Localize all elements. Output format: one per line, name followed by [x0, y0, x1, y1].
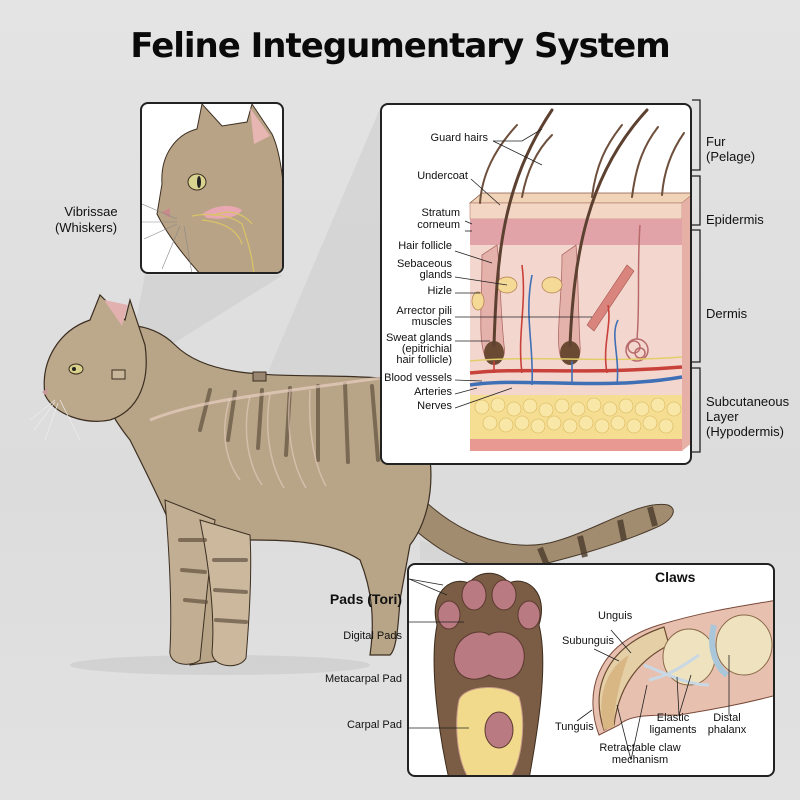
cat-whiskers [29, 399, 81, 441]
vibrissae-label: Vibrissae [64, 204, 118, 219]
label-distal: Distal [713, 712, 741, 724]
label-carpal-pad: Carpal Pad [346, 719, 402, 731]
label-glands: glands [419, 269, 452, 281]
joint-cartilage [709, 624, 730, 678]
claw-sheath [598, 626, 670, 731]
label-stratum: Stratum [421, 207, 460, 219]
label-sweat-glands: Sweat glands [385, 332, 452, 344]
label-muscles: muscles [411, 316, 452, 328]
body-stripes [178, 382, 380, 624]
claw-tip [601, 655, 629, 730]
skeleton-ribs [224, 389, 327, 489]
capillaries [493, 264, 619, 386]
vein-horizontal [469, 375, 683, 387]
label-elastic: Elastic [656, 712, 690, 724]
label-tunguis: Tunguis [555, 721, 594, 733]
layer-subcutaneous-alt: (Hypodermis) [706, 424, 785, 439]
label-corneum: corneum [417, 219, 460, 231]
label-phalanx: phalanx [707, 724, 747, 736]
label-arrector-pili: Arrector pili [396, 305, 452, 317]
distal-phalanx [715, 614, 773, 676]
skin-zoom-cone [252, 104, 382, 462]
skin-section-panel [380, 103, 692, 465]
stratum-corneum-layer [469, 202, 683, 220]
claw-leader-lines [576, 629, 730, 761]
paw-claw-panel [407, 563, 775, 777]
label-epitrichial: (epitrichial [401, 343, 452, 355]
bracket-subcutaneous [692, 367, 701, 453]
paw-leader-lines [409, 578, 469, 729]
cat-nose [42, 388, 48, 396]
fat-globules [474, 397, 682, 434]
label-ligaments: ligaments [649, 724, 697, 736]
paw-illustration [409, 572, 773, 775]
label-guard-hairs: Guard hairs [430, 132, 488, 144]
whiskers-label: (Whiskers) [54, 220, 118, 235]
label-hair-follicle-2: hair follicle) [396, 354, 452, 366]
arrector-pili-muscle [586, 264, 635, 332]
label-retractable-claw: Retractable claw [599, 742, 681, 754]
label-subunguis: Subunguis [562, 635, 614, 647]
nerve-branches [191, 211, 255, 272]
layer-subcutaneous-line2: Layer [706, 409, 739, 424]
cat-front-leg-near [199, 519, 252, 667]
sebaceous-glands [471, 276, 563, 311]
label-hair-follicle: Hair follicle [398, 240, 452, 252]
label-nerves: Nerves [417, 400, 452, 412]
bracket-epidermis [692, 175, 701, 226]
layer-fur-alt: (Pelage) [706, 149, 756, 164]
nerve-horizontal [469, 356, 683, 362]
label-unguis: Unguis [598, 610, 633, 622]
label-arteries: Arteries [414, 386, 452, 398]
leader-lines [454, 128, 592, 409]
cat-ear-inner [104, 300, 128, 326]
label-undercoat: Undercoat [417, 170, 468, 182]
bracket-dermis [692, 229, 701, 363]
bracket-fur [692, 99, 701, 171]
hair-shafts [492, 108, 649, 347]
layer-dermis: Dermis [706, 306, 748, 321]
artery-horizontal [469, 365, 683, 375]
layer-fur: Fur(Pelage) [706, 134, 755, 164]
whisker-panel [140, 102, 284, 274]
label-hizle: Hizle [427, 285, 452, 297]
label-mechanism: mechanism [611, 754, 669, 766]
label-metacarpal-pad: Metacarpal Pad [324, 673, 402, 685]
whisker-marker [111, 369, 126, 380]
skin-marker [252, 371, 267, 382]
claws-heading: Claws [655, 569, 696, 585]
label-sebaceous: Sebaceous [396, 258, 452, 270]
label-digital-pads: Digital Pads [343, 630, 402, 642]
layer-brackets [692, 99, 701, 453]
cat-head-closeup [142, 104, 282, 272]
label-blood-vessels: Blood vessels [384, 372, 452, 384]
elastic-ligaments [643, 653, 710, 687]
page-title: Feline Integumentary System [130, 26, 670, 66]
muscle-layer [470, 439, 682, 451]
pads-heading: Pads (Tori) [329, 591, 402, 607]
tail-stripes [537, 506, 658, 570]
layer-fur-name: Fur [706, 134, 726, 149]
cat-shadow [70, 655, 370, 675]
undercoat-hairs [479, 124, 685, 204]
layer-subcutaneous-name: Subcutaneous [706, 394, 790, 409]
whisker-strands [142, 203, 192, 272]
sweat-glands [625, 224, 649, 362]
skeleton-spine [149, 376, 381, 422]
cat-head [43, 293, 147, 422]
layer-epidermis: Epidermis [706, 212, 764, 227]
skin-cross-section [454, 108, 690, 451]
carpal-pad [484, 711, 514, 749]
cat-pupil [72, 367, 76, 371]
metacarpal-pad [453, 631, 525, 680]
